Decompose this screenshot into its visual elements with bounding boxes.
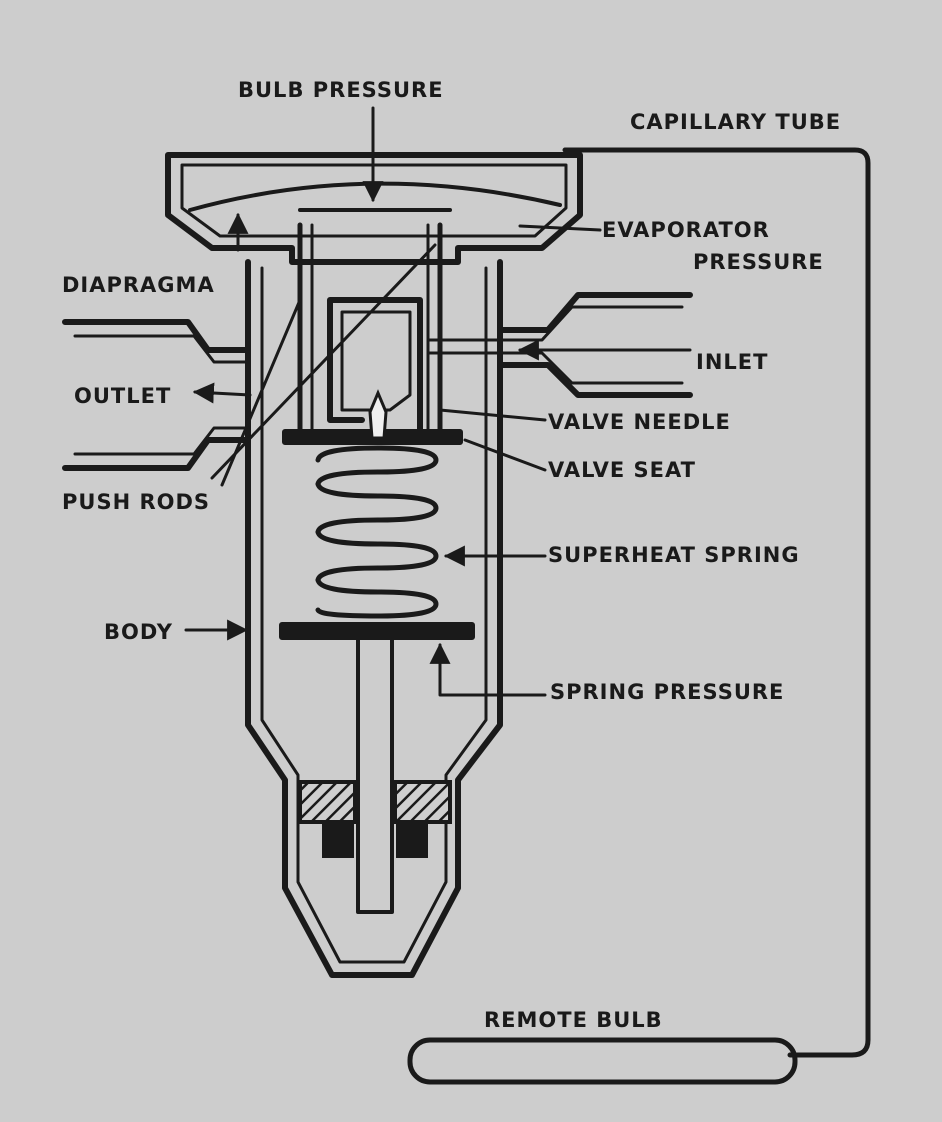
outlet-pipe	[62, 319, 251, 471]
label-superheat-spring: SUPERHEAT SPRING	[548, 543, 800, 567]
valve-cage	[327, 297, 423, 433]
label-evaporator-pressure-line2: PRESSURE	[693, 250, 824, 274]
label-bulb-pressure: BULB PRESSURE	[238, 78, 444, 102]
valve-needle	[368, 389, 388, 440]
diaphragm	[188, 181, 562, 212]
label-evaporator-pressure-line1: EVAPORATOR	[602, 218, 770, 242]
label-remote-bulb: REMOTE BULB	[484, 1008, 663, 1032]
capillary-tube	[562, 147, 871, 1058]
label-outlet: OUTLET	[74, 384, 172, 408]
label-body: BODY	[104, 620, 173, 644]
adjusting-stem	[356, 635, 394, 914]
label-inlet: INLET	[696, 350, 769, 374]
bushing-left	[298, 780, 357, 824]
inlet-pipe	[497, 292, 693, 398]
label-push-rods: PUSH RODS	[62, 490, 211, 514]
bushing-right	[393, 780, 452, 824]
label-valve-seat: VALVE SEAT	[548, 458, 696, 482]
label-valve-needle: VALVE NEEDLE	[548, 410, 731, 434]
label-diapragma: DIAPRAGMA	[62, 273, 215, 297]
remote-bulb	[407, 1037, 798, 1085]
spring-plate	[279, 622, 475, 640]
valve-body	[245, 259, 503, 978]
diaphragm-housing	[165, 152, 583, 265]
superheat-spring	[315, 445, 439, 619]
label-spring-pressure: SPRING PRESSURE	[550, 680, 785, 704]
label-capillary-tube: CAPILLARY TUBE	[630, 110, 842, 134]
